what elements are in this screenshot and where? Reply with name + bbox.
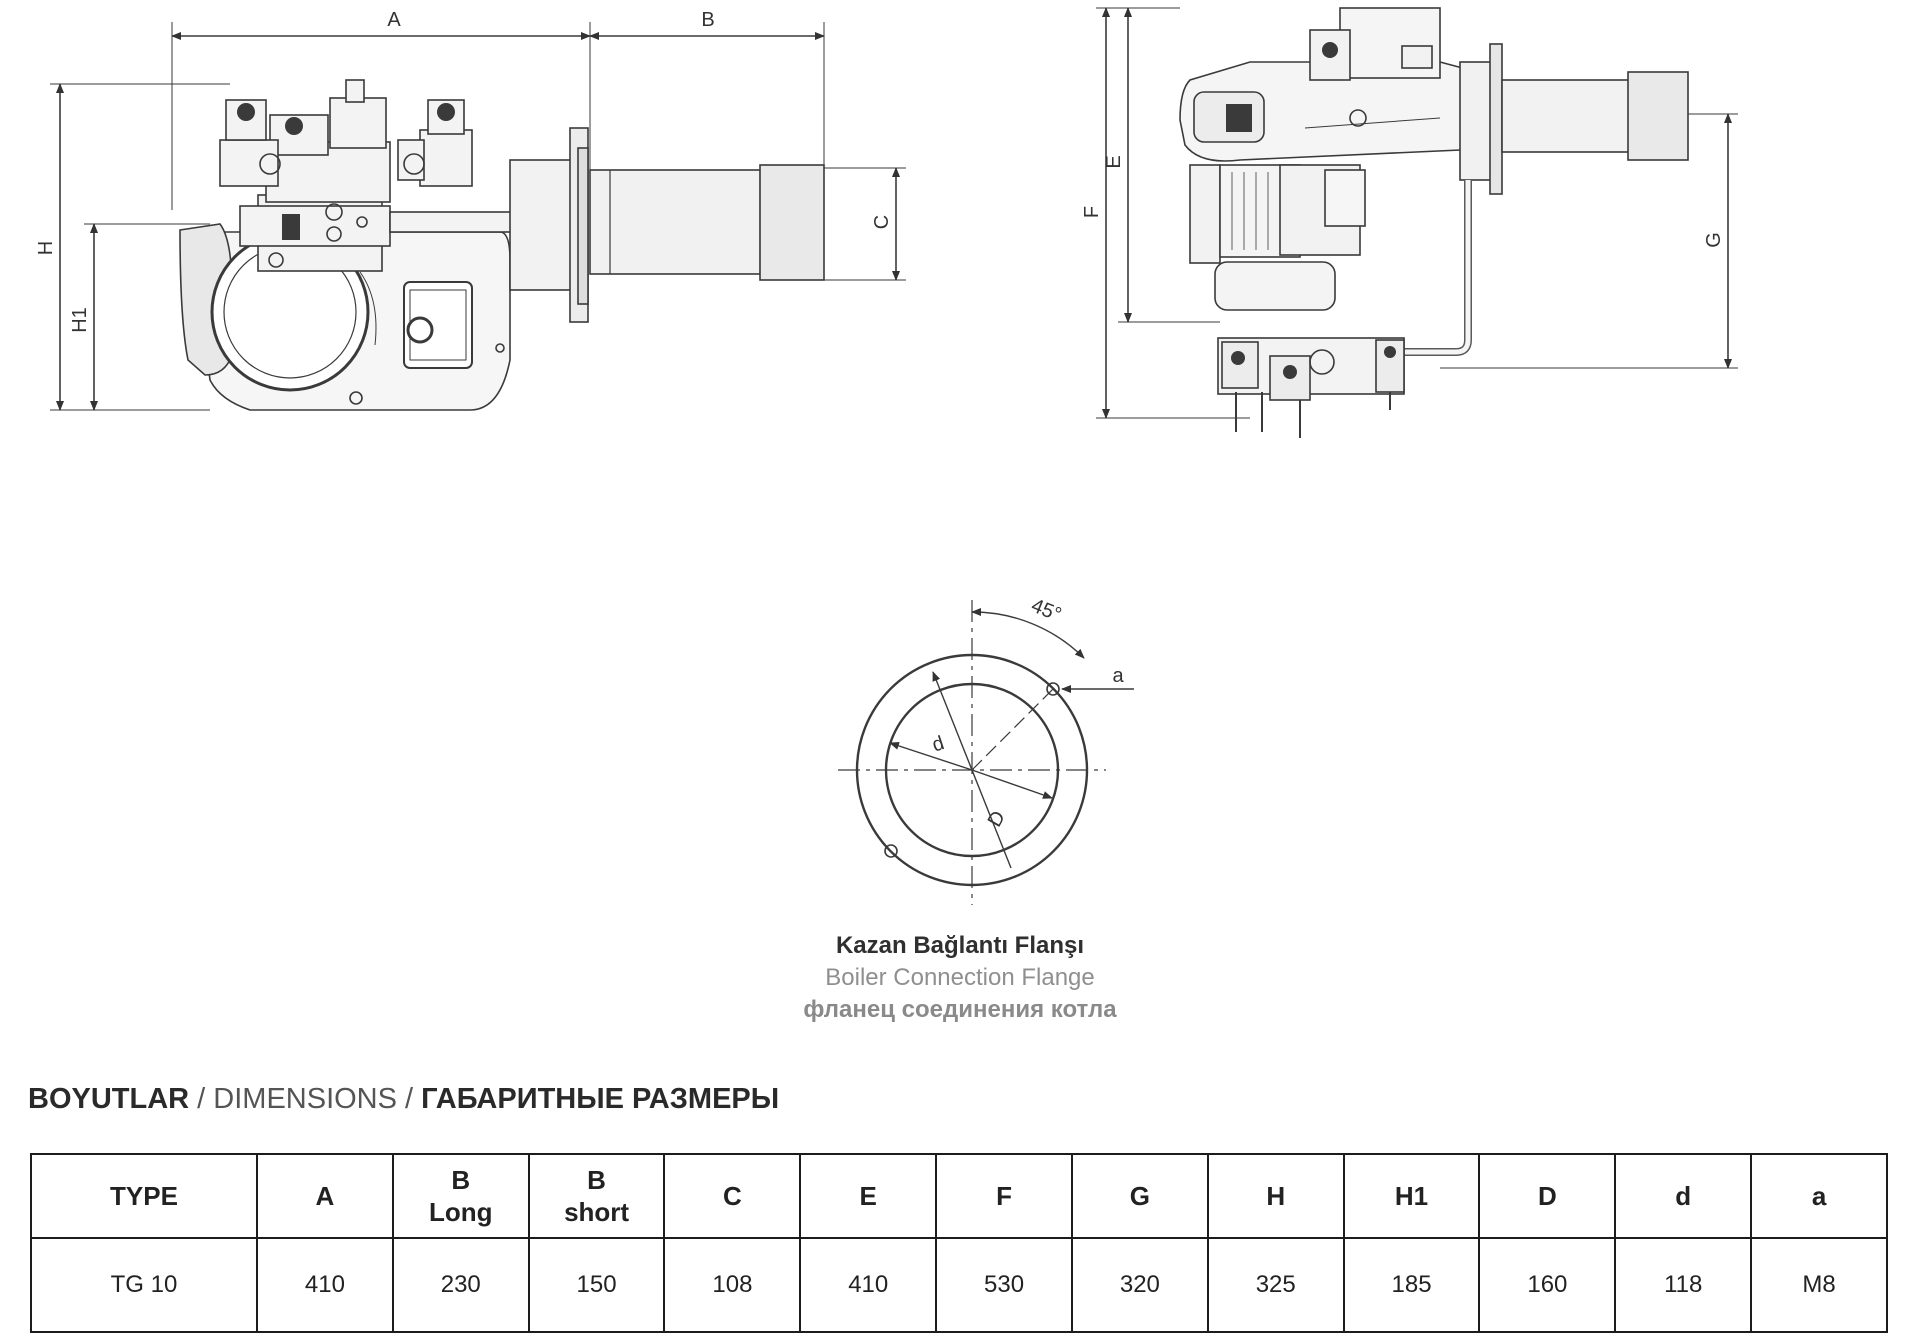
table-cell: 185 — [1342, 1237, 1481, 1333]
table-cell: 230 — [391, 1237, 530, 1333]
header-e: E — [799, 1153, 938, 1239]
dim-label-g: G — [1703, 232, 1725, 248]
table-cell: 410 — [256, 1237, 394, 1333]
table-cell: 118 — [1614, 1237, 1753, 1333]
boiler-flange-drawing — [838, 600, 1134, 905]
table-cell: 325 — [1206, 1237, 1345, 1333]
heading-turkish: BOYUTLAR — [28, 1083, 190, 1115]
header-line: B — [587, 1165, 606, 1195]
header-line: F — [996, 1181, 1012, 1211]
header-line: B — [451, 1165, 471, 1195]
table-cell: 410 — [799, 1237, 938, 1333]
header-line: A — [315, 1181, 335, 1211]
header-type: TYPE — [30, 1153, 258, 1239]
heading-separator: / — [396, 1083, 422, 1115]
flange-angle-label: 45° — [1028, 595, 1064, 627]
table-cell: 108 — [663, 1237, 802, 1333]
header-g: G — [1070, 1153, 1209, 1239]
burner-front-view — [1096, 6, 1738, 438]
dim-label-a: A — [387, 9, 401, 31]
header-line: d — [1675, 1181, 1692, 1211]
table-cell: 320 — [1070, 1237, 1209, 1333]
table-cell: 530 — [935, 1237, 1073, 1333]
heading-english: DIMENSIONS — [213, 1083, 397, 1115]
header-line: a — [1811, 1181, 1827, 1211]
dim-label-e: E — [1103, 155, 1125, 168]
table-cell: 150 — [527, 1237, 666, 1333]
header-a: A — [256, 1153, 394, 1239]
header-line: E — [859, 1181, 877, 1211]
header-line: D — [1537, 1181, 1557, 1211]
dim-label-h: H — [35, 241, 57, 255]
flange-hole-label: a — [1112, 665, 1124, 687]
table-row: TG 10 410 230 150 108 410 530 320 325 18… — [30, 1237, 1888, 1333]
header-a-bolt: a — [1750, 1153, 1888, 1239]
header-line: C — [723, 1181, 742, 1211]
dimensions-heading: BOYUTLAR / DIMENSIONS / ГАБАРИТНЫЕ РАЗМЕ… — [28, 1083, 779, 1116]
header-f: F — [935, 1153, 1073, 1239]
header-line: short — [564, 1197, 630, 1227]
header-d-outer: D — [1478, 1153, 1617, 1239]
heading-russian: ГАБАРИТНЫЕ РАЗМЕРЫ — [421, 1083, 780, 1115]
header-line: H1 — [1394, 1181, 1429, 1211]
dim-label-b: B — [701, 9, 714, 31]
dim-label-c: C — [871, 215, 893, 229]
flange-caption-turkish: Kazan Bağlantı Flanşı — [835, 932, 1085, 959]
header-line: H — [1266, 1181, 1286, 1211]
header-d-inner: d — [1614, 1153, 1753, 1239]
table-cell: TG 10 — [30, 1237, 258, 1333]
header-line: TYPE — [110, 1181, 178, 1211]
dim-label-f: F — [1081, 206, 1103, 218]
header-c: C — [663, 1153, 802, 1239]
dim-label-h1: H1 — [69, 307, 91, 333]
flange-caption-english: Boiler Connection Flange — [825, 964, 1095, 991]
header-h: H — [1206, 1153, 1345, 1239]
burner-side-view — [50, 22, 906, 411]
header-line: G — [1129, 1181, 1150, 1211]
table-cell: 160 — [1478, 1237, 1617, 1333]
flange-inner-diameter-label: d — [929, 732, 946, 756]
header-line: Long — [428, 1197, 493, 1227]
table-cell: M8 — [1750, 1237, 1888, 1333]
flange-caption-russian: фланец соединения котла — [803, 996, 1117, 1023]
heading-separator: / — [189, 1083, 214, 1115]
header-h1: H1 — [1342, 1153, 1481, 1239]
